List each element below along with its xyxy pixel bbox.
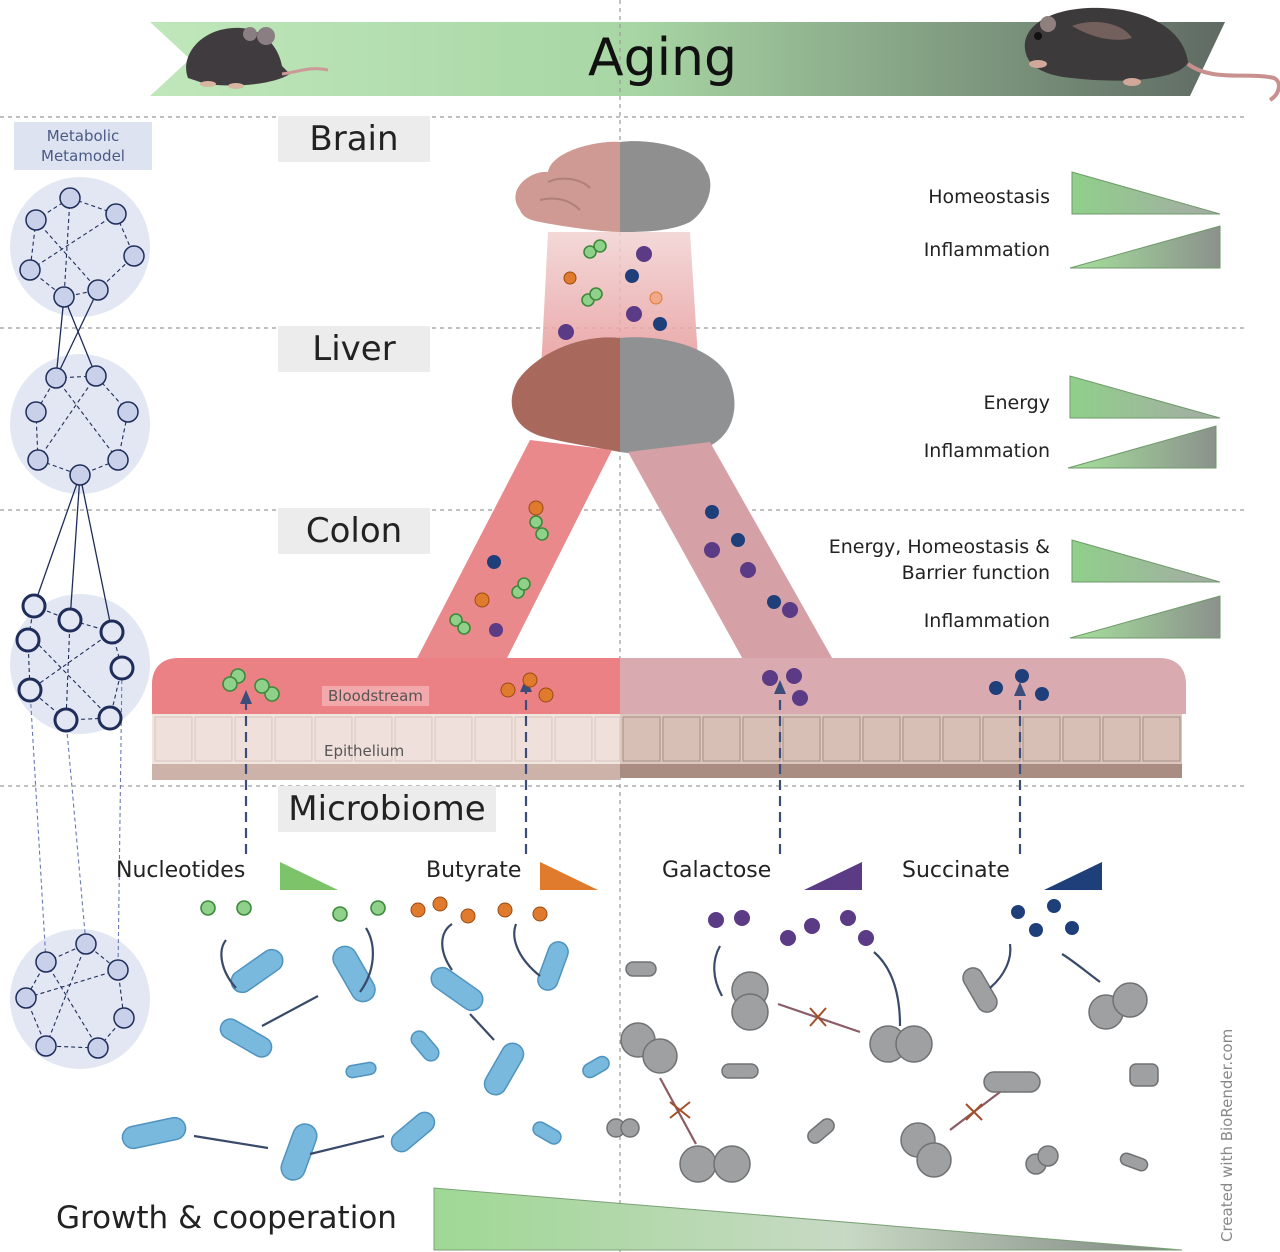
metabolites-green (200, 239, 607, 922)
brain-icon (515, 141, 711, 232)
growth-cooperation-label: Growth & cooperation (56, 1200, 397, 1236)
indicator-colon-energy: Energy, Homeostasis & Barrier function (740, 534, 1050, 586)
tri-energy (1069, 375, 1221, 419)
bloodstream-old (620, 658, 1186, 714)
indicator-colon-energy-line1: Energy, Homeostasis & (828, 536, 1050, 558)
tri-homeostasis (1071, 171, 1221, 215)
young-bacteria (121, 941, 610, 1181)
transport-arrows (244, 688, 1022, 854)
growth-wedge (433, 1187, 1183, 1251)
tri-colon-inflammation (1069, 595, 1221, 639)
young-cooperation-arrows (193, 923, 541, 1156)
organ-label-microbiome: Microbiome (278, 786, 496, 832)
metabolite-butyrate: Butyrate (426, 858, 522, 883)
old-production-arrows (713, 943, 1101, 1027)
aging-title: Aging (588, 28, 737, 88)
metabolic-metamodel-label: Metabolic Metamodel (14, 122, 152, 170)
bloodstream-label: Bloodstream (322, 686, 429, 706)
metamodel-line1: Metabolic (46, 127, 120, 145)
metabolite-succinate: Succinate (902, 858, 1010, 883)
broken-markers (669, 1007, 983, 1121)
old-bacteria (606, 961, 1159, 1183)
indicator-triangles (1067, 171, 1221, 639)
tri-liver-inflammation (1067, 425, 1217, 469)
epithelium-label: Epithelium (324, 742, 405, 760)
indicator-brain-inflammation: Inflammation (923, 239, 1050, 261)
indicator-energy: Energy (983, 392, 1050, 414)
tri-nucleotides (280, 862, 338, 890)
aging-arrow (150, 22, 1225, 96)
indicator-colon-inflammation: Inflammation (923, 610, 1050, 632)
biorender-credit: Created with BioRender.com (1218, 1028, 1236, 1242)
indicator-homeostasis: Homeostasis (928, 186, 1050, 208)
metabolites-blue (487, 269, 1079, 937)
young-mouse-icon (186, 27, 329, 89)
metamodel-networks (10, 177, 150, 1069)
organ-label-colon: Colon (278, 508, 430, 554)
organ-label-liver: Liver (278, 326, 430, 372)
tri-succinate (1044, 862, 1102, 890)
tri-colon-energy (1071, 539, 1221, 583)
metamodel-line2: Metamodel (41, 147, 125, 165)
metabolite-galactose: Galactose (662, 858, 772, 883)
metabolites-orange (410, 271, 577, 924)
tri-butyrate (540, 862, 598, 890)
metabolites-purple (489, 246, 874, 946)
epithelium-young (152, 714, 621, 780)
organ-label-brain: Brain (278, 116, 430, 162)
old-mouse-icon (1024, 7, 1280, 102)
tri-brain-inflammation (1069, 225, 1221, 269)
metabolite-nucleotides: Nucleotides (116, 858, 246, 883)
tri-galactose (804, 862, 862, 890)
epithelium-old (620, 714, 1182, 778)
indicator-liver-inflammation: Inflammation (923, 440, 1050, 462)
vessel-left (410, 440, 612, 672)
indicator-colon-energy-line2: Barrier function (901, 562, 1050, 584)
liver-icon (511, 337, 735, 456)
